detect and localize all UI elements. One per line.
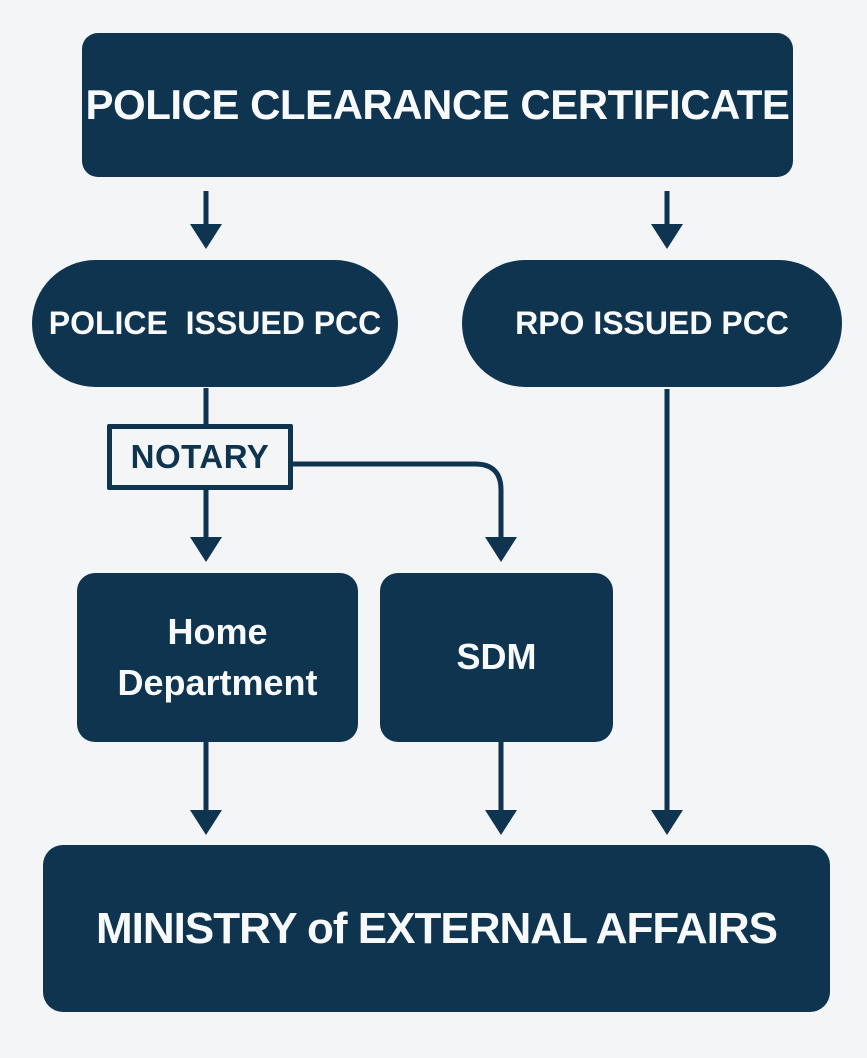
node-ministry-of-external-affairs-label: MINISTRY of EXTERNAL AFFAIRS xyxy=(96,903,778,953)
edge-home-department-to-ministry xyxy=(190,742,222,835)
edge-notary-to-home-department xyxy=(190,490,222,562)
node-police-issued-pcc-label: POLICE ISSUED PCC xyxy=(48,305,382,341)
edge-rpo-pcc-to-ministry xyxy=(651,389,683,835)
node-rpo-issued-pcc-label: RPO ISSUED PCC xyxy=(515,305,789,341)
node-police-clearance-certificate-label: POLICE CLEARANCE CERTIFICATE xyxy=(85,81,790,128)
edge-top-to-police-pcc xyxy=(190,191,222,249)
node-police-issued-pcc: POLICE ISSUED PCC xyxy=(32,260,398,387)
node-home-department-label: Home Department xyxy=(117,611,318,703)
node-notary-label: NOTARY xyxy=(130,438,270,475)
node-home-department: Home Department xyxy=(77,573,358,742)
node-rpo-issued-pcc: RPO ISSUED PCC xyxy=(462,260,842,387)
node-sdm: SDM xyxy=(380,573,613,742)
edge-sdm-to-ministry xyxy=(485,742,517,835)
edge-notary-to-sdm xyxy=(292,461,517,562)
edge-top-to-rpo-pcc xyxy=(651,191,683,249)
node-police-clearance-certificate: POLICE CLEARANCE CERTIFICATE xyxy=(82,33,793,177)
node-notary: NOTARY xyxy=(107,424,293,490)
node-sdm-label: SDM xyxy=(456,636,537,678)
node-ministry-of-external-affairs: MINISTRY of EXTERNAL AFFAIRS xyxy=(43,845,830,1012)
